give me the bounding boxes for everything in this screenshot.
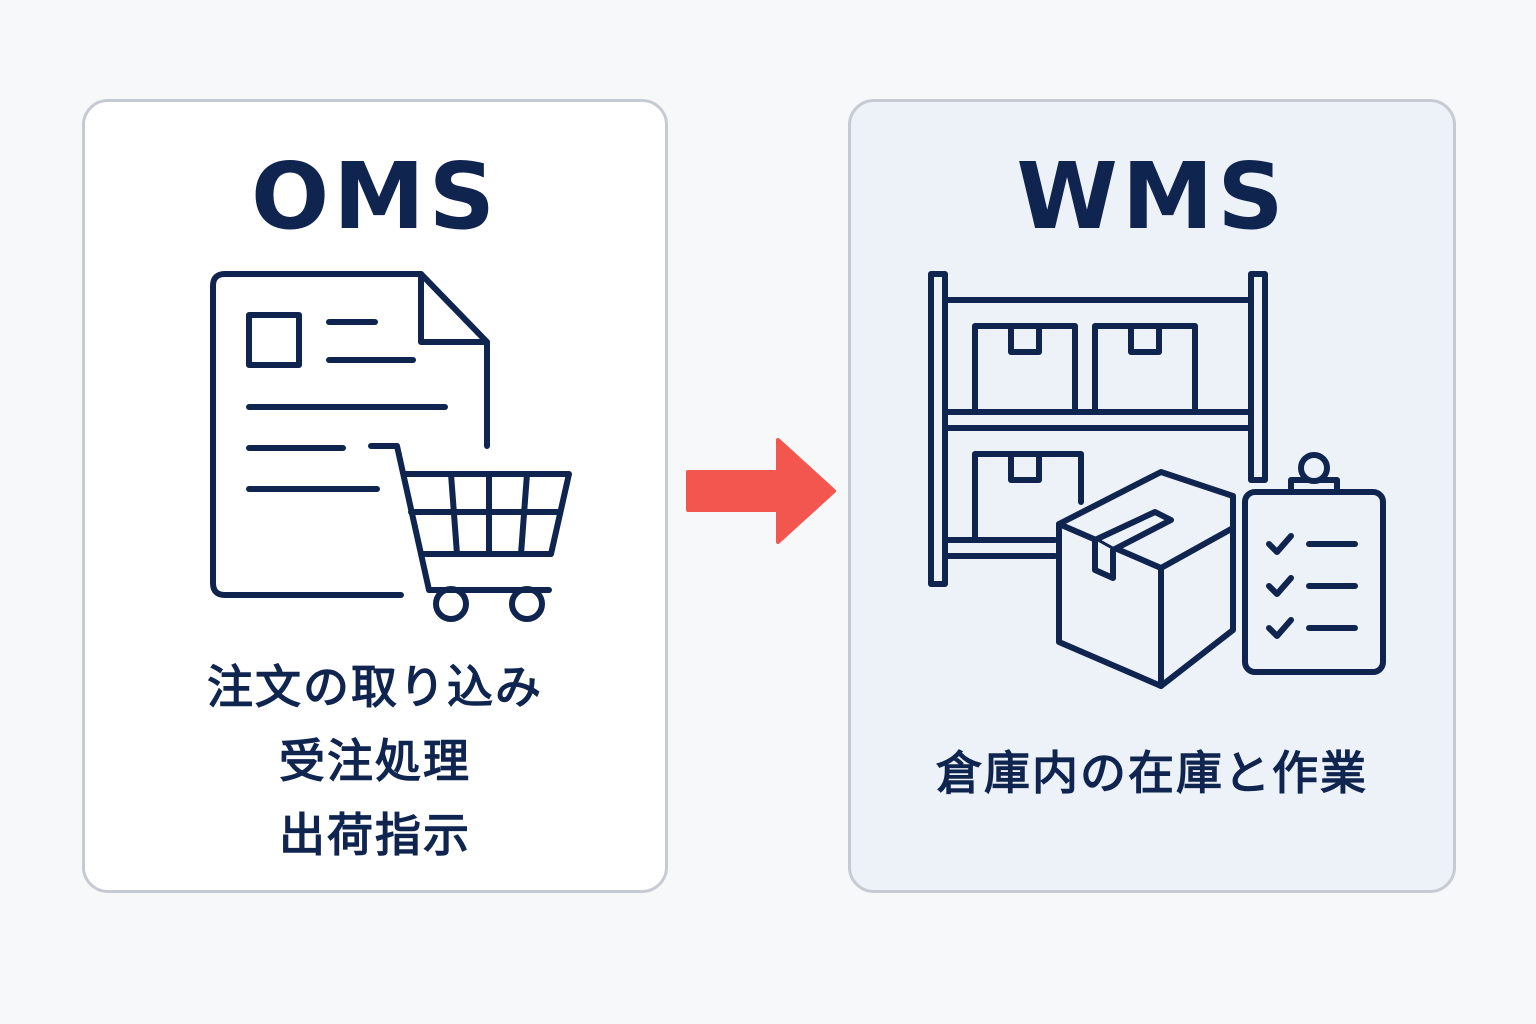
oms-line-3: 出荷指示 <box>279 808 471 862</box>
oms-line-2: 受注処理 <box>279 734 471 788</box>
document-icon <box>210 271 490 598</box>
document-cart-icon <box>210 271 572 622</box>
clipboard-checklist-icon <box>1242 452 1386 675</box>
warehouse-shelf-icon <box>928 271 1268 587</box>
oms-title: OMS <box>250 143 500 250</box>
oms-description: 注文の取り込み 受注処理 出荷指示 <box>85 650 665 872</box>
right-arrow-icon <box>686 438 836 544</box>
wms-title: WMS <box>1016 143 1288 250</box>
oms-line-1: 注文の取り込み <box>207 660 543 714</box>
box-icon <box>1056 469 1236 689</box>
wms-panel: WMS <box>848 99 1456 893</box>
oms-panel: OMS <box>82 99 668 893</box>
wms-caption: 倉庫内の在庫と作業 <box>936 746 1368 800</box>
shopping-cart-icon <box>368 443 572 622</box>
warehouse-icon <box>928 271 1386 689</box>
